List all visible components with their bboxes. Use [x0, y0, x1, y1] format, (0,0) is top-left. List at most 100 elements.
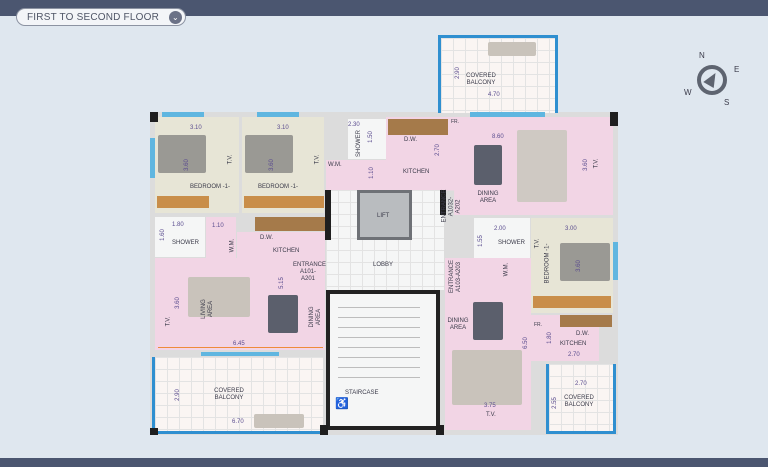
room-label: KITCHEN: [273, 248, 300, 254]
bed-icon: [245, 135, 293, 173]
compass-e: E: [734, 65, 740, 74]
dining-table-icon: [268, 295, 298, 333]
shower-left: [155, 217, 205, 257]
kitchen-counter: [560, 315, 612, 327]
dimension: 3.60: [575, 260, 582, 272]
dining-table-icon: [473, 302, 503, 340]
tv-label: T.V.: [534, 238, 541, 249]
dimension: 3.60: [174, 297, 181, 309]
dimension: 4.70: [488, 92, 500, 98]
wm-label: W.M.: [229, 238, 236, 253]
dimension: 6.50: [522, 337, 529, 349]
dimension: 8.60: [492, 134, 504, 140]
tv-label: T.V.: [314, 154, 321, 165]
dimension: 2.55: [551, 397, 558, 409]
bottom-bar: [0, 458, 768, 467]
window: [201, 352, 279, 356]
room-label: DINING AREA: [477, 191, 499, 204]
sofa-icon: [488, 42, 536, 56]
tv-label: T.V.: [593, 158, 600, 169]
sofa-icon: [254, 414, 304, 428]
window: [162, 112, 204, 117]
dimension: 3.60: [268, 159, 275, 171]
kitchen-counter: [255, 217, 325, 231]
wardrobe-icon: [157, 196, 209, 208]
fridge-label: FR.: [534, 322, 543, 328]
lift: [357, 190, 412, 240]
dimension: 1.10: [212, 223, 224, 229]
room-label: LOBBY: [373, 262, 394, 268]
room-label: LIVING AREA: [201, 299, 214, 319]
column: [150, 428, 158, 435]
window: [470, 112, 545, 117]
room-label: BEDROOM -1-: [544, 243, 551, 284]
dimension: 1.80: [546, 332, 553, 344]
kitchen-left: [237, 232, 325, 260]
dimension: 2.90: [454, 67, 461, 79]
column: [610, 112, 618, 126]
covered-balcony-right: [546, 364, 616, 434]
dimension: 5.15: [278, 277, 285, 289]
wm-label: W.M.: [328, 162, 342, 168]
dimension: 2.90: [174, 389, 181, 401]
room-label: LIFT: [377, 213, 390, 219]
dimension: 1.10: [368, 167, 375, 179]
sofa-icon: [188, 277, 250, 317]
entrance-label: ENTRANCE A101-A201: [293, 262, 327, 282]
room-label: SHOWER: [498, 240, 525, 246]
dimension: 2.70: [575, 381, 587, 387]
dimension-line: [158, 347, 323, 348]
window: [257, 112, 299, 117]
dimension: 2.70: [434, 144, 441, 156]
room-label: DINING AREA: [447, 318, 469, 331]
dimension: 3.60: [582, 159, 589, 171]
compass-s: S: [724, 98, 730, 107]
wall: [325, 190, 331, 240]
sofa-icon: [517, 130, 567, 202]
shower-right: [474, 218, 530, 258]
shower-top: [348, 119, 386, 159]
dimension: 2.30: [348, 122, 360, 128]
entrance-label: ENTRANCE A103-A203: [449, 259, 462, 293]
compass-w: W: [684, 88, 692, 97]
dimension: 1.50: [367, 131, 374, 143]
dimension: 3.00: [565, 226, 577, 232]
compass: N E S W: [684, 52, 740, 108]
room-label: DINING AREA: [309, 306, 322, 328]
dimension: 3.10: [277, 125, 289, 131]
bed-icon: [560, 243, 610, 281]
floor-selector-dropdown[interactable]: FIRST TO SECOND FLOOR ⌄: [16, 8, 186, 26]
room-label: COVERED BALCONY: [466, 73, 496, 86]
dimension: 1.80: [172, 222, 184, 228]
chevron-down-icon[interactable]: ⌄: [169, 11, 182, 24]
kitchen-counter: [388, 119, 448, 135]
dimension: 1.55: [477, 235, 484, 247]
dimension: 2.70: [568, 352, 580, 358]
tv-label: T.V.: [227, 154, 234, 165]
corridor-left: [206, 217, 236, 259]
wm-label: W.M.: [503, 262, 510, 277]
dimension: 6.70: [232, 419, 244, 425]
column: [320, 425, 328, 435]
dw-label: D.W.: [260, 235, 273, 241]
fridge-label: FR.: [451, 119, 460, 125]
dining-table-icon: [474, 145, 502, 185]
entrance-label: ENTRANCE A1032-A202: [441, 189, 462, 223]
room-label: STAIRCASE: [345, 390, 379, 396]
sofa-icon: [452, 350, 522, 405]
wheelchair-icon: ♿: [335, 398, 349, 410]
room-label: BEDROOM -1-: [190, 184, 231, 190]
column: [150, 112, 158, 122]
floor-selector-label: FIRST TO SECOND FLOOR: [27, 11, 159, 23]
window: [613, 242, 618, 280]
room-label: KITCHEN: [403, 169, 430, 175]
dw-label: D.W.: [404, 137, 417, 143]
room-label: COVERED BALCONY: [564, 395, 594, 408]
dimension: 3.10: [190, 125, 202, 131]
dw-label: D.W.: [576, 331, 589, 337]
column: [436, 425, 444, 435]
room-label: SHOWER: [172, 240, 199, 246]
room-label: BEDROOM -1-: [258, 184, 299, 190]
bed-icon: [158, 135, 206, 173]
dimension: 3.75: [484, 403, 496, 409]
